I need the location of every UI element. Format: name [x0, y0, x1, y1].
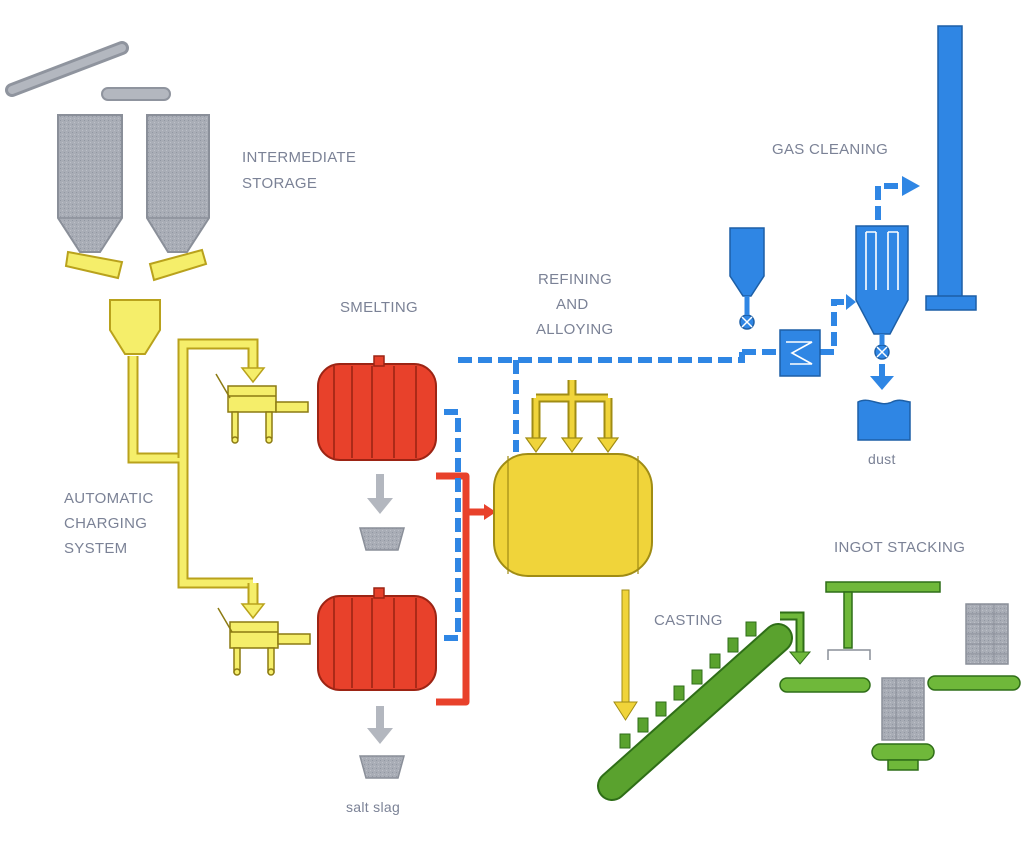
label-salt-slag: salt slag — [346, 799, 400, 815]
off-gas-ducts — [444, 183, 904, 641]
slag-arrow-top — [367, 474, 393, 514]
smelting-furnace-top — [317, 355, 437, 461]
ingot-stack-center — [881, 677, 925, 741]
silo-discharge-screw-right — [148, 248, 208, 282]
charging-arrow-top — [240, 367, 266, 384]
silo-discharge-screw-left — [64, 250, 124, 280]
silo-feed-conveyor — [101, 87, 171, 101]
svg-text:STORAGE: STORAGE — [242, 175, 317, 192]
label-refining-alloying: REFINING AND ALLOYING — [536, 271, 613, 338]
alloy-addition-manifold — [524, 380, 620, 454]
label-gas-cleaning: GAS CLEANING — [772, 141, 888, 158]
slag-arrow-bottom — [367, 706, 393, 744]
smelting-furnace-bottom — [317, 587, 437, 691]
charging-machine-top — [215, 373, 309, 444]
top-feed-conveyor — [5, 41, 129, 97]
charging-machine-bottom — [217, 607, 311, 676]
refining-alloying-furnace — [493, 453, 653, 577]
slag-bin-bottom — [359, 755, 405, 779]
svg-text:ALLOYING: ALLOYING — [536, 321, 613, 338]
stacking-gantry — [825, 581, 941, 660]
svg-text:AUTOMATIC: AUTOMATIC — [64, 490, 154, 507]
ingot-roller-conveyor-left — [779, 677, 871, 693]
charging-distribution-lines — [127, 338, 259, 606]
gas-arrow-to-stack — [902, 176, 920, 196]
ingot-roller-conveyor-right — [927, 675, 1021, 691]
label-ingot-stacking: INGOT STACKING — [834, 539, 965, 556]
charging-hopper — [109, 299, 161, 355]
ingot-transfer-arrow — [780, 611, 812, 665]
storage-silo-left — [57, 114, 123, 253]
gas-arrow-to-filter — [846, 294, 856, 310]
exhaust-stack — [925, 25, 977, 311]
slag-bin-top — [359, 527, 405, 551]
svg-text:SYSTEM: SYSTEM — [64, 540, 127, 557]
ingot-stack-turntable — [871, 743, 935, 771]
dust-container — [857, 399, 911, 441]
svg-text:INTERMEDIATE: INTERMEDIATE — [242, 149, 356, 166]
storage-silo-right — [146, 114, 210, 253]
bag-filter — [855, 225, 909, 360]
label-casting: CASTING — [654, 612, 723, 629]
additive-silo — [729, 227, 765, 330]
label-dust: dust — [868, 451, 896, 467]
svg-text:AND: AND — [556, 296, 589, 313]
label-automatic-charging-system: AUTOMATIC CHARGING SYSTEM — [64, 490, 154, 557]
ingot-stack-right — [965, 603, 1009, 665]
heat-exchanger — [779, 329, 821, 377]
svg-text:REFINING: REFINING — [538, 271, 612, 288]
charging-arrow-bottom — [240, 603, 266, 620]
molten-metal-transfer — [436, 472, 496, 706]
casting-conveyor — [597, 621, 793, 801]
casting-flow-arrow — [613, 589, 638, 721]
dust-arrow — [870, 364, 894, 390]
label-intermediate-storage: INTERMEDIATE STORAGE — [242, 149, 356, 192]
label-smelting: SMELTING — [340, 299, 418, 316]
svg-text:CHARGING: CHARGING — [64, 515, 147, 532]
